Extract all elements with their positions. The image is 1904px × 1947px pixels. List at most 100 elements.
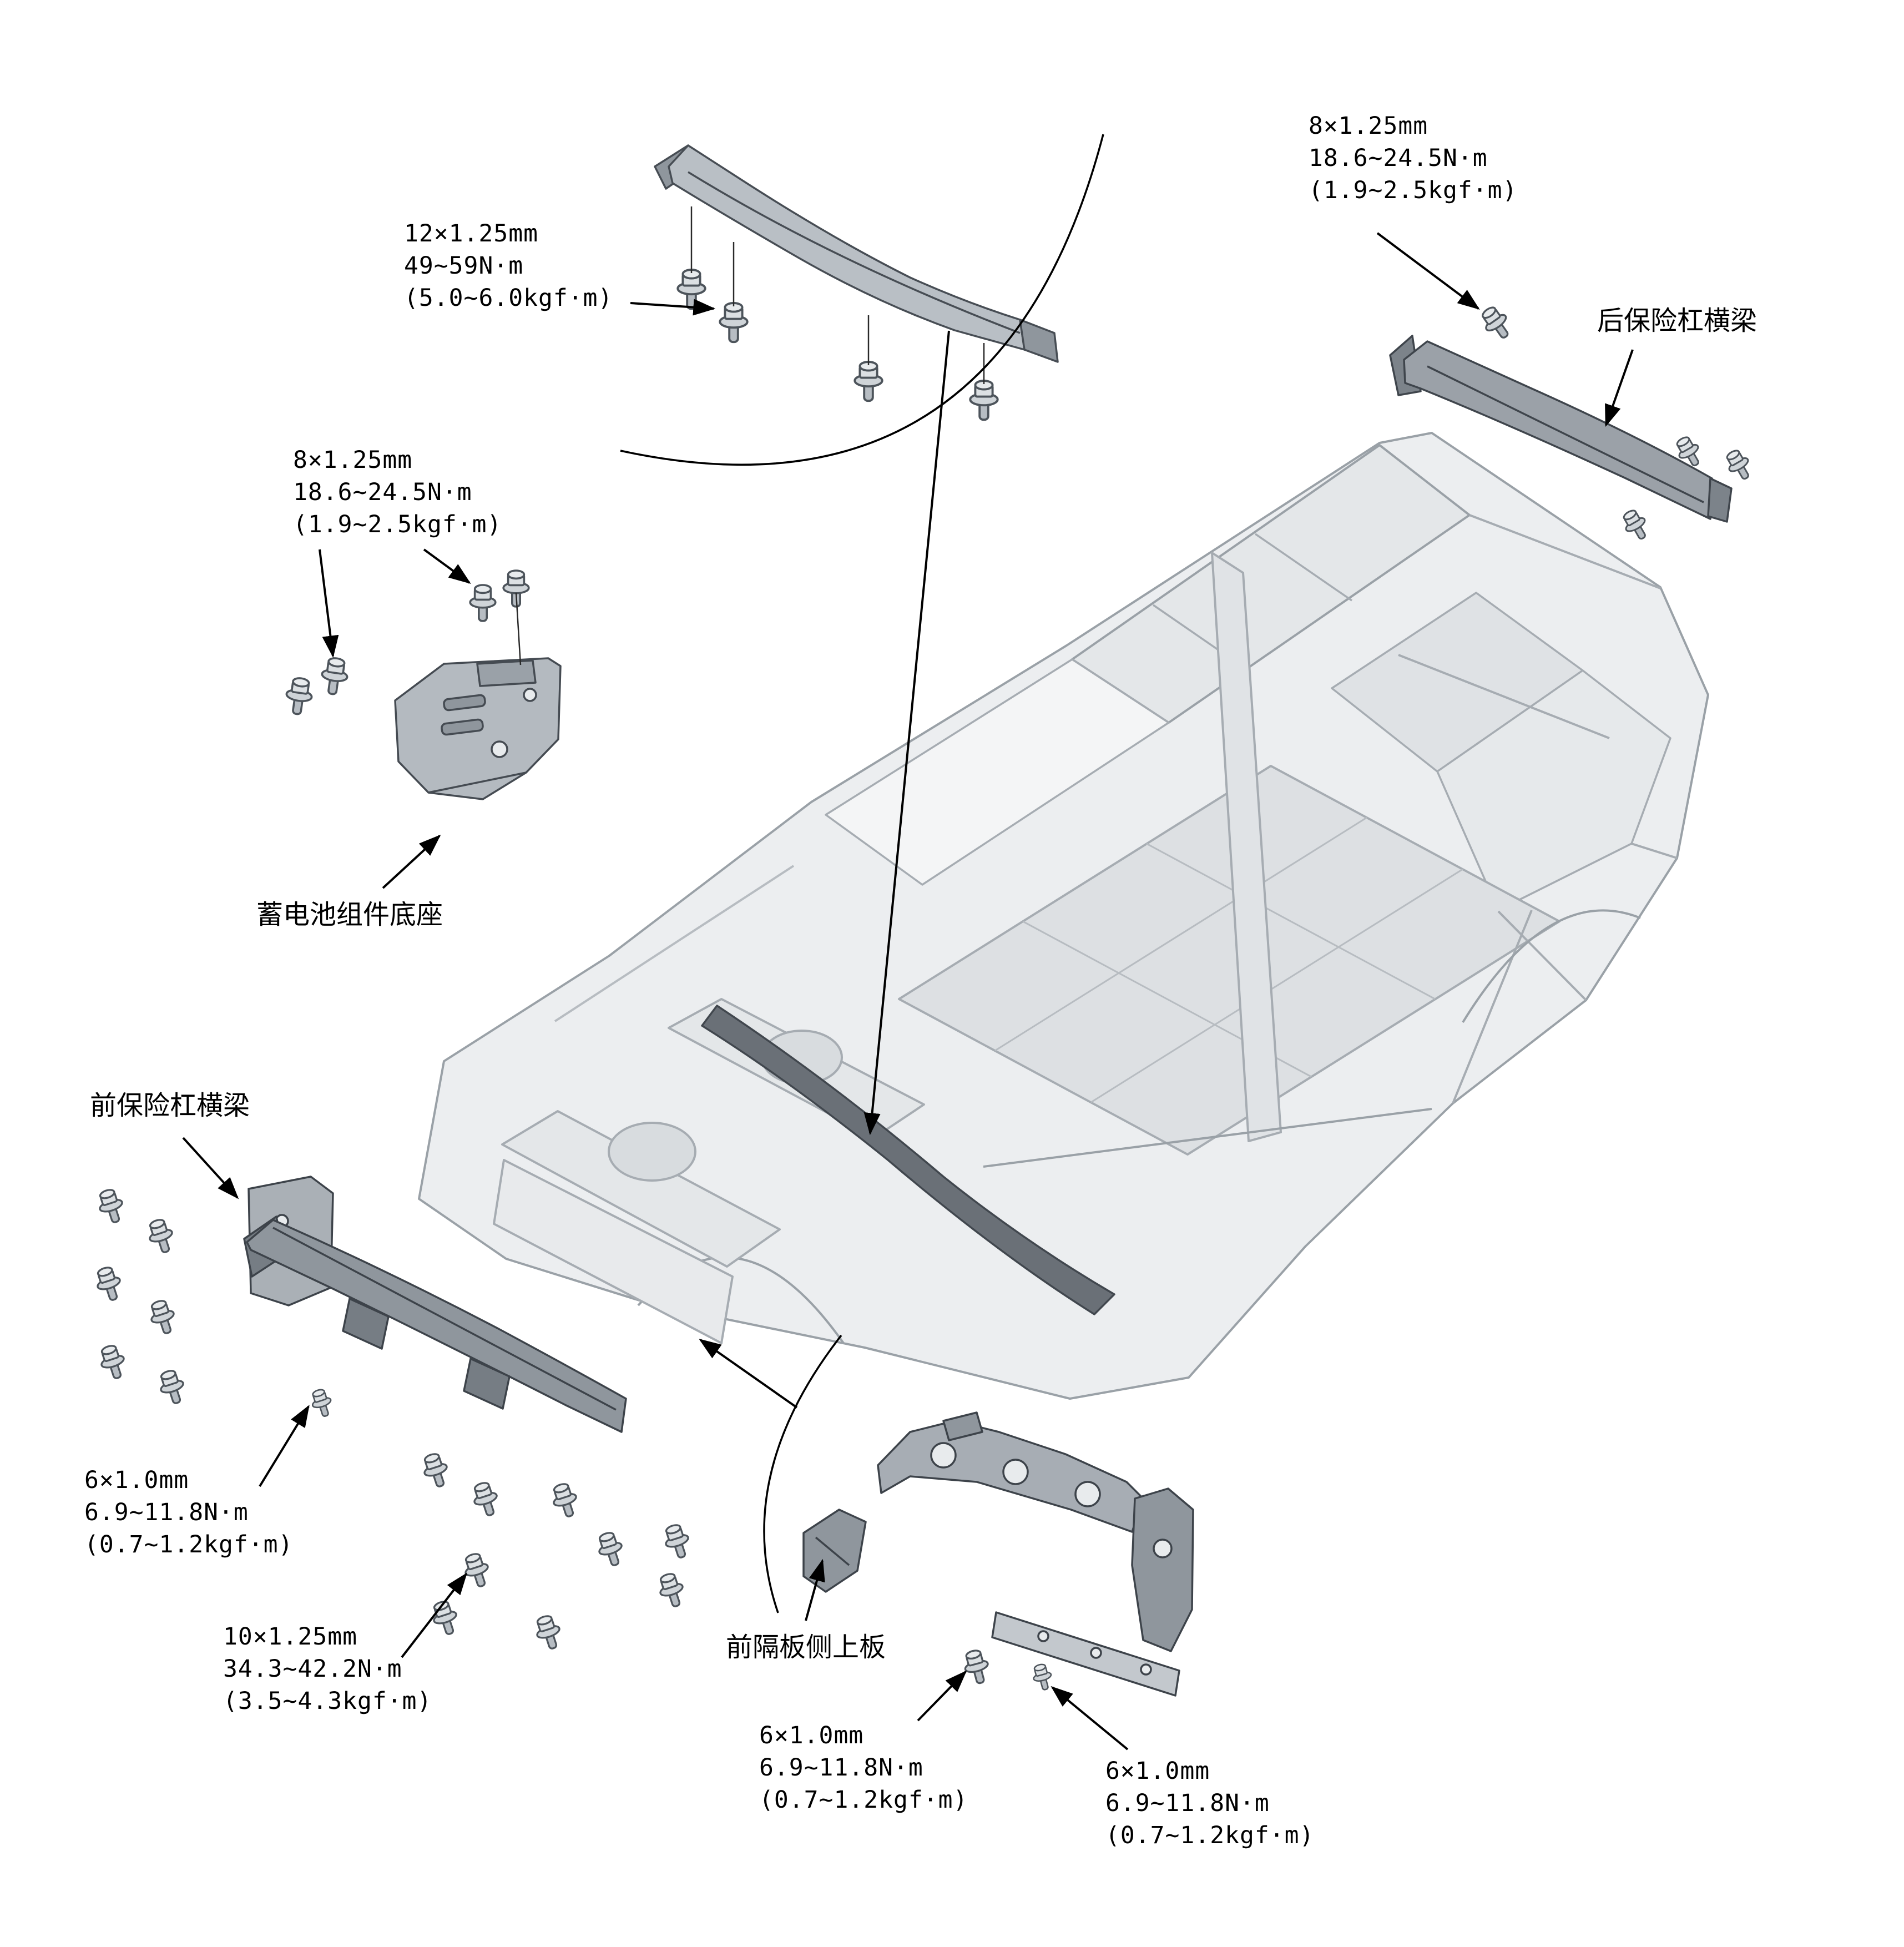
spec-line: 6.9~11.8N·m: [1105, 1789, 1270, 1818]
bolt-icon: [1476, 302, 1517, 345]
bolt-icon: [282, 675, 315, 717]
leader-arrow: [259, 1405, 310, 1487]
bulkhead-assembly-part: [802, 1411, 1194, 1697]
bulkhead-side-bracket-line: [815, 1536, 850, 1566]
car-rocker-line: [983, 1108, 1432, 1168]
car-hood-line: [554, 865, 795, 1022]
bolt-icon: [155, 1366, 190, 1408]
spec-line: 6×1.0mm: [759, 1722, 864, 1749]
bolt-icon: [531, 1612, 566, 1653]
front-bumper-beam-part: [243, 1176, 627, 1433]
bolt-icon: [548, 1480, 583, 1521]
car-rear-deck-line: [1469, 514, 1661, 589]
bolt-icon: [95, 1341, 130, 1383]
bolt-icon: [654, 1570, 689, 1611]
bolt-icon: [468, 1479, 503, 1520]
leader-arrow: [1605, 349, 1634, 427]
detail-arcs: [620, 134, 1104, 1613]
label-battery-base: 蓄电池组件底座: [256, 899, 443, 930]
torque-spec-8mm-battery: 8×1.25mm 18.6~24.5N·m (1.9~2.5kgf·m): [293, 444, 502, 541]
label-bulkhead-side-plate: 前隔板侧上板: [726, 1632, 886, 1663]
callout-arrows: [182, 232, 1634, 1751]
rear-beam-body: [1403, 340, 1717, 520]
crossmember-end-flange: [1019, 319, 1059, 363]
rear-beam-rib-line: [1427, 365, 1704, 503]
spec-line: 34.3~42.2N·m: [223, 1655, 402, 1683]
bolt-icon: [145, 1297, 180, 1338]
spec-line: 12×1.25mm: [404, 220, 538, 248]
torque-spec-6mm-bottom-left: 6×1.0mm 6.9~11.8N·m (0.7~1.2kgf·m): [759, 1719, 968, 1816]
car-floor-grid: [994, 816, 1463, 1103]
crossmember-rib-line: [688, 171, 1021, 334]
label-rear-bumper-beam: 后保险杠横梁: [1597, 305, 1757, 336]
spec-line: (3.5~4.3kgf·m): [223, 1687, 432, 1716]
battery-base-slot: [441, 718, 484, 736]
leader-arrow: [1051, 1686, 1129, 1751]
spec-line: 49~59N·m: [404, 252, 524, 280]
bulkhead-hole: [1002, 1459, 1029, 1485]
leader-arrow: [401, 1572, 468, 1658]
torque-spec-6mm-bottom-right: 6×1.0mm 6.9~11.8N·m (0.7~1.2kgf·m): [1105, 1755, 1314, 1852]
bulkhead-hole: [930, 1442, 957, 1469]
bolt-icon: [1618, 506, 1653, 544]
bolt-icon: [969, 380, 999, 421]
battery-base-slot: [443, 694, 486, 712]
bolt-icon: [1029, 1662, 1055, 1693]
spec-line: 6.9~11.8N·m: [759, 1754, 923, 1782]
bolt-icon: [418, 1450, 453, 1491]
torque-spec-12mm: 12×1.25mm 49~59N·m (5.0~6.0kgf·m): [404, 218, 613, 314]
front-beam-tab: [463, 1358, 511, 1410]
spec-line: 8×1.25mm: [293, 446, 413, 474]
front-beam-rib-line: [272, 1227, 617, 1411]
leader-arrow: [917, 1670, 967, 1722]
front-upper-crossmember-part: [654, 144, 1059, 363]
leader-line: [515, 592, 522, 665]
bolt-icon: [469, 584, 497, 622]
car-strut-tower: [608, 1122, 696, 1182]
spec-line: (0.7~1.2kgf·m): [1105, 1822, 1315, 1850]
torque-spec-10mm: 10×1.25mm 34.3~42.2N·m (3.5~4.3kgf·m): [223, 1621, 432, 1717]
spec-line: 6.9~11.8N·m: [84, 1499, 249, 1527]
torque-spec-8mm-rear: 8×1.25mm 18.6~24.5N·m (1.9~2.5kgf·m): [1309, 110, 1517, 206]
spec-line: 18.6~24.5N·m: [293, 478, 472, 507]
battery-base-part: [394, 657, 562, 800]
bolt-icon: [719, 302, 749, 344]
spec-line: (0.7~1.2kgf·m): [759, 1786, 968, 1814]
car-rear-deck-line: [1398, 654, 1610, 739]
bulkhead-right-member: [1131, 1487, 1194, 1652]
label-front-bumper-beam: 前保险杠横梁: [90, 1090, 250, 1121]
bulkhead-strip-hole: [1037, 1630, 1049, 1642]
bolt-icon: [94, 1186, 129, 1227]
torque-spec-6mm-front: 6×1.0mm 6.9~11.8N·m (0.7~1.2kgf·m): [84, 1464, 293, 1561]
bolt-icon: [459, 1550, 494, 1591]
bulkhead-right-hole: [1153, 1539, 1173, 1558]
bolt-icon: [676, 269, 706, 310]
spec-line: (1.9~2.5kgf·m): [1309, 176, 1518, 205]
front-beam-tab: [342, 1298, 390, 1350]
bulkhead-side-bracket: [802, 1509, 867, 1593]
bolt-icon: [853, 361, 883, 402]
car-roof-bow: [1255, 533, 1352, 602]
spec-line: 6×1.0mm: [1105, 1757, 1210, 1785]
bolt-icon: [428, 1597, 463, 1638]
leader-arrow: [182, 1137, 239, 1199]
car-windshield-aperture: [825, 658, 1170, 886]
spec-line: (5.0~6.0kgf·m): [404, 284, 613, 312]
bulkhead-strip-hole: [1140, 1663, 1152, 1676]
bulkhead-hole: [1074, 1481, 1101, 1507]
spec-line: 6×1.0mm: [84, 1466, 189, 1494]
bolt-icon: [660, 1521, 695, 1562]
bolt-icon: [92, 1263, 127, 1304]
detail-arc: [763, 1334, 842, 1613]
spec-line: (0.7~1.2kgf·m): [84, 1531, 294, 1559]
bulkhead-strip-hole: [1090, 1647, 1102, 1659]
leader-arrow: [319, 549, 339, 658]
spec-line: 18.6~24.5N·m: [1309, 144, 1488, 173]
car-quarter-line: [1497, 910, 1587, 1001]
car-rear-wheel-arch: [1462, 909, 1641, 1023]
battery-base-hole: [523, 688, 537, 702]
bulkhead-upper-tab: [942, 1411, 983, 1441]
bolt-icon: [307, 1386, 336, 1420]
